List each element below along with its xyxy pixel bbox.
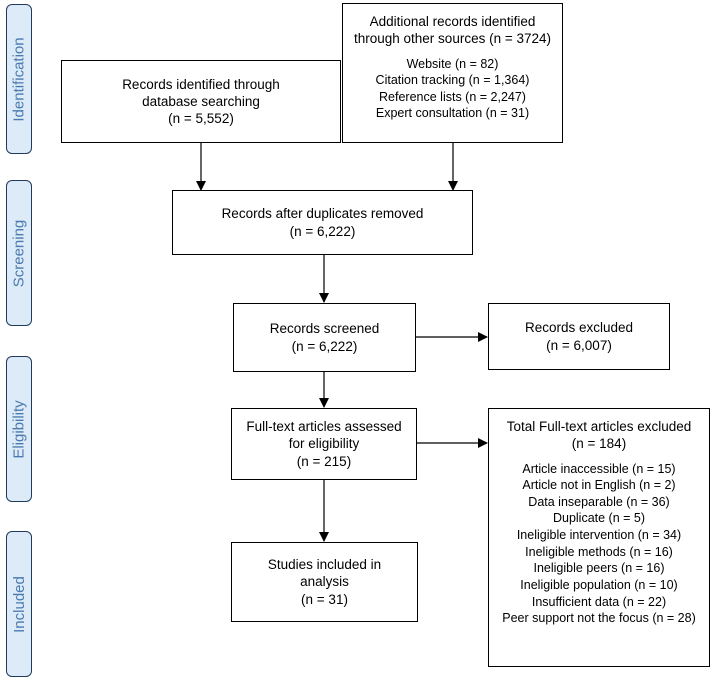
box-after-duplicates: Records after duplicates removed (n = 6,… <box>172 190 473 255</box>
included-count: (n = 31) <box>301 591 348 607</box>
reason-duplicate: Duplicate (n = 5) <box>552 511 646 526</box>
db-search-line1: Records identified through <box>122 76 280 92</box>
fulltext-excluded-count: (n = 184) <box>571 436 627 452</box>
excluded-count: (n = 6,007) <box>546 337 612 353</box>
db-search-count: (n = 5,552) <box>168 111 234 127</box>
box-fulltext-excluded: Total Full-text articles excluded (n = 1… <box>488 408 710 667</box>
box-other-sources: Additional records identified through ot… <box>342 3 563 143</box>
phase-label-included: Included <box>6 531 32 677</box>
db-search-line2: database searching <box>142 93 260 109</box>
reason-not-in-english: Article not in English (n = 2) <box>522 478 676 493</box>
reason-ineligible-population: Ineligible population (n = 10) <box>520 577 678 592</box>
excluded-line1: Records excluded <box>524 320 634 336</box>
after-duplicates-count: (n = 6,222) <box>289 223 356 239</box>
source-citation-tracking: Citation tracking (n = 1,364) <box>375 73 530 88</box>
included-line2: analysis <box>300 574 349 590</box>
reason-ineligible-peers: Ineligible peers (n = 16) <box>533 561 665 576</box>
other-sources-line1: Additional records identified <box>369 14 536 29</box>
phase-label-identification: Identification <box>6 4 32 154</box>
other-sources-list: Website (n = 82) Citation tracking (n = … <box>376 56 530 123</box>
exclusion-reasons-list: Article inaccessible (n = 15) Article no… <box>502 461 696 627</box>
reason-article-inaccessible: Article inaccessible (n = 15) <box>522 461 676 476</box>
reason-ineligible-intervention: Ineligible intervention (n = 34) <box>516 528 682 543</box>
box-records-screened: Records screened (n = 6,222) <box>233 303 416 372</box>
fulltext-excluded-line1: Total Full-text articles excluded <box>506 419 692 434</box>
reason-data-inseparable: Data inseparable (n = 36) <box>528 494 670 509</box>
reason-peer-support-not-focus: Peer support not the focus (n = 28) <box>502 611 696 626</box>
screened-count: (n = 6,222) <box>291 338 358 354</box>
phase-label-screening: Screening <box>6 180 32 326</box>
other-sources-line2: through other sources (n = 3724) <box>354 31 551 47</box>
source-website: Website (n = 82) <box>406 56 499 71</box>
screened-line1: Records screened <box>269 321 380 337</box>
source-reference-lists: Reference lists (n = 2,247) <box>379 89 526 104</box>
box-fulltext-assessed: Full-text articles assessed for eligibil… <box>231 408 417 480</box>
reason-ineligible-methods: Ineligible methods (n = 16) <box>525 544 673 559</box>
reason-insufficient-data: Insufficient data (n = 22) <box>531 594 667 609</box>
fulltext-assessed-line2: for eligibility <box>288 436 360 452</box>
phase-label-eligibility: Eligibility <box>6 356 32 502</box>
fulltext-assessed-line1: Full-text articles assessed <box>246 419 402 435</box>
after-duplicates-line1: Records after duplicates removed <box>221 206 424 222</box>
fulltext-assessed-count: (n = 215) <box>296 453 352 469</box>
box-database-search: Records identified through database sear… <box>61 60 341 143</box>
box-studies-included: Studies included in analysis (n = 31) <box>231 542 418 622</box>
box-records-excluded: Records excluded (n = 6,007) <box>488 303 670 370</box>
included-line1: Studies included in <box>267 557 382 573</box>
source-expert-consultation: Expert consultation (n = 31) <box>375 106 530 121</box>
